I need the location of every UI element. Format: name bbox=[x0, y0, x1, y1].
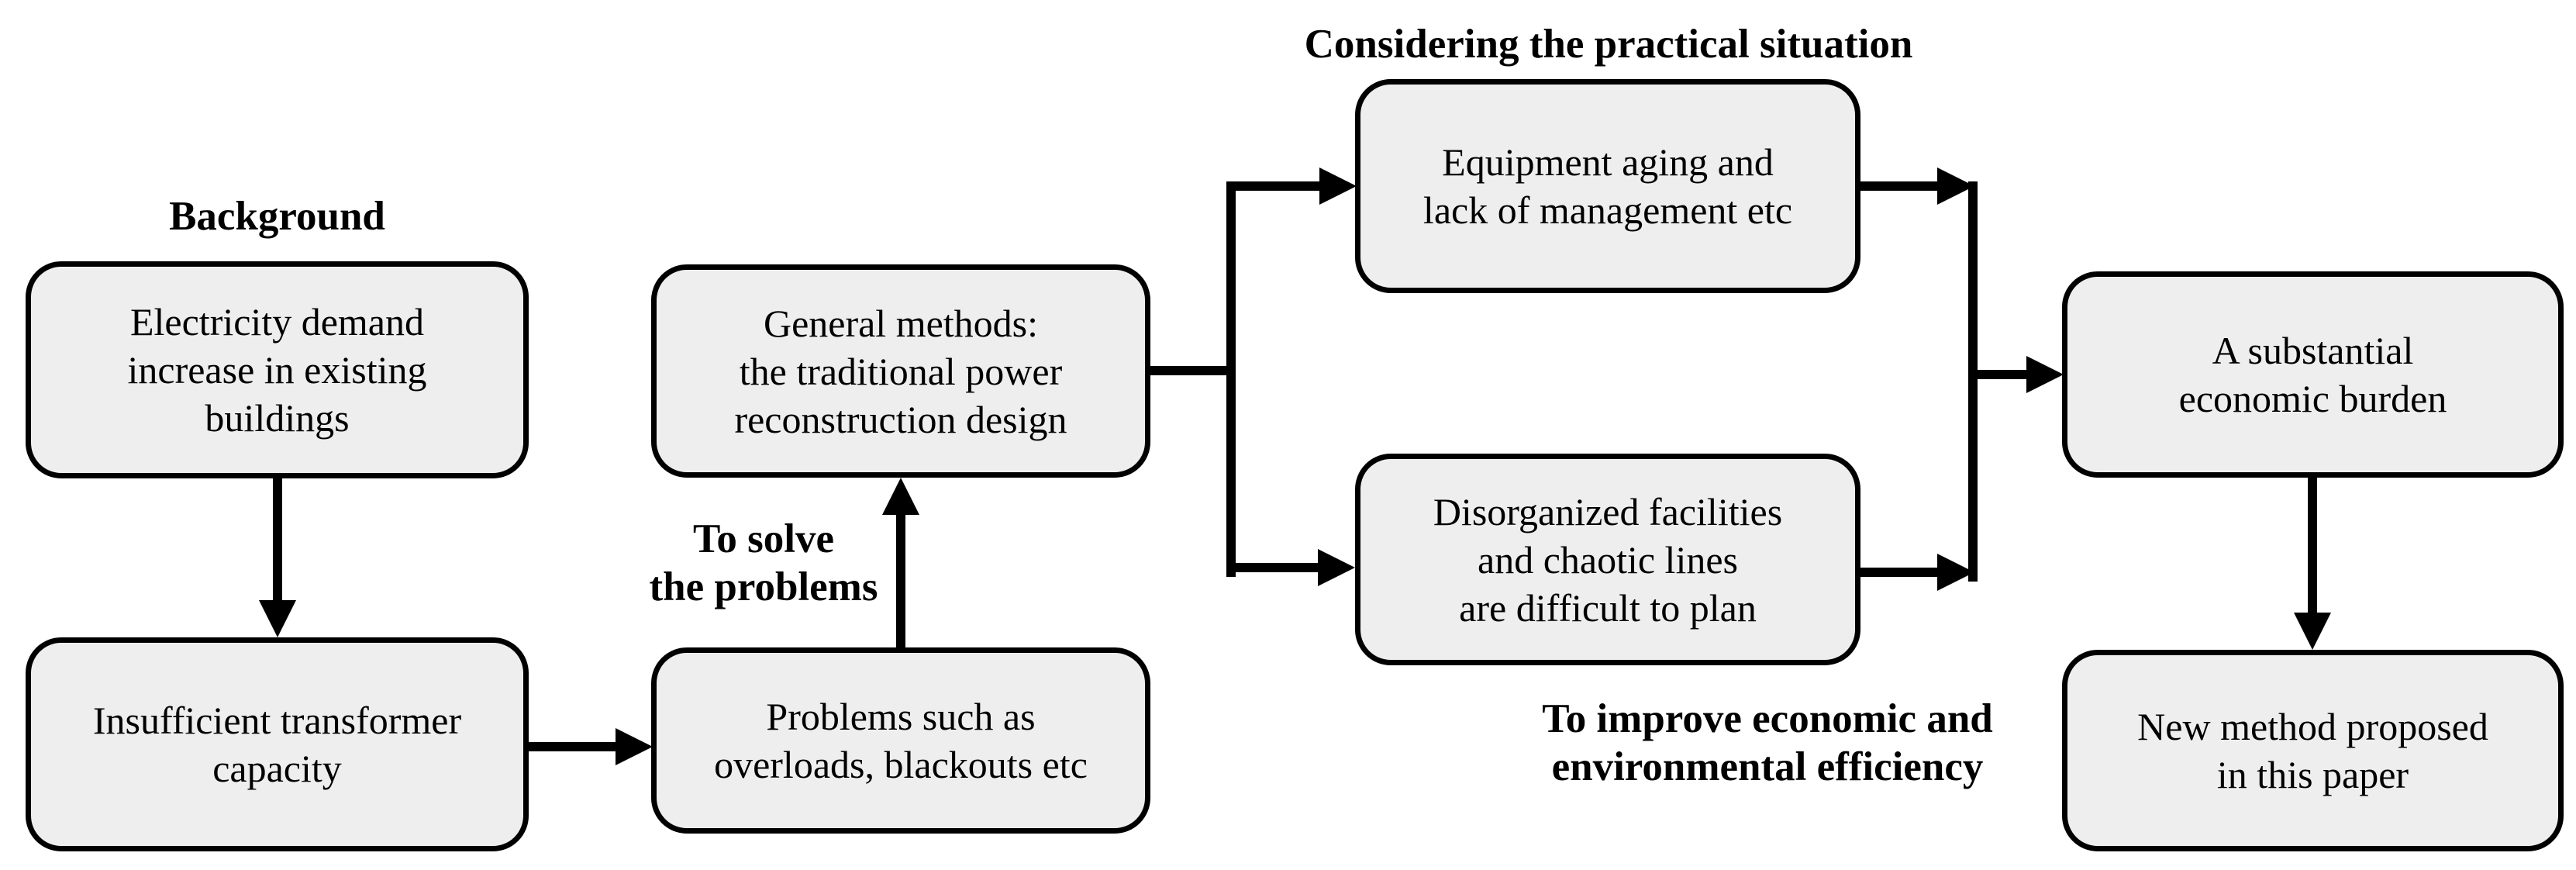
box-disorganized-facilities: Disorganized facilities and chaotic line… bbox=[1355, 454, 1860, 665]
arrow-capacity-to-problems-line bbox=[527, 742, 619, 751]
box-text-line: Insufficient transformer bbox=[92, 699, 462, 742]
box-text-line: economic burden bbox=[2178, 377, 2447, 420]
label-line: To improve economic and bbox=[1542, 696, 1993, 741]
box-text-line: capacity bbox=[212, 747, 342, 790]
arrow-demand-to-capacity-head bbox=[259, 600, 296, 637]
label-improve-efficiency: To improve economic and environmental ef… bbox=[1488, 695, 2047, 791]
box-text-line: and chaotic lines bbox=[1478, 537, 1738, 582]
box-text-line: reconstruction design bbox=[734, 397, 1067, 441]
box-text-line: increase in existing bbox=[127, 348, 427, 392]
box-electricity-demand: Electricity demand increase in existing … bbox=[26, 261, 529, 478]
label-line: To solve bbox=[692, 516, 835, 561]
label-considering-practical-situation: Considering the practical situation bbox=[1304, 22, 1913, 67]
branch-vertical-line bbox=[1226, 181, 1236, 577]
merge-vertical-line bbox=[1968, 181, 1978, 582]
arrow-equipment-to-merge-line bbox=[1859, 181, 1940, 191]
box-equipment-aging: Equipment aging and lack of management e… bbox=[1355, 79, 1860, 293]
box-text-line: in this paper bbox=[2216, 753, 2409, 796]
arrow-disorganized-to-merge-line bbox=[1857, 568, 1940, 577]
arrow-problems-to-methods-head bbox=[882, 478, 919, 515]
box-text-line: New method proposed bbox=[2137, 705, 2488, 748]
box-text-line: buildings bbox=[205, 396, 350, 440]
branch-methods-stem-line bbox=[1147, 366, 1236, 375]
box-new-method: New method proposed in this paper bbox=[2062, 650, 2564, 851]
label-line: the problems bbox=[649, 564, 878, 609]
label-line: environmental efficiency bbox=[1551, 744, 1984, 789]
box-text-line: Electricity demand bbox=[129, 300, 424, 344]
box-text-line: Problems such as bbox=[766, 695, 1036, 738]
arrow-capacity-to-problems-head bbox=[616, 728, 653, 765]
box-text-line: overloads, blackouts etc bbox=[714, 743, 1088, 786]
arrow-merge-to-burden-head bbox=[2026, 356, 2064, 393]
arrow-burden-to-newmethod-line bbox=[2308, 475, 2317, 614]
label-to-solve-the-problems: To solve the problems bbox=[570, 515, 957, 611]
arrow-burden-to-newmethod-head bbox=[2294, 613, 2331, 650]
box-text-line: lack of management etc bbox=[1422, 188, 1793, 232]
arrow-branch-to-disorganized-head bbox=[1318, 549, 1355, 586]
box-insufficient-transformer: Insufficient transformer capacity bbox=[26, 637, 529, 851]
box-text-line: A substantial bbox=[2212, 329, 2414, 372]
label-background: Background bbox=[169, 194, 385, 239]
arrow-branch-to-disorganized-line bbox=[1231, 563, 1319, 572]
arrow-demand-to-capacity-line bbox=[273, 477, 282, 602]
box-text-line: the traditional power bbox=[739, 349, 1063, 393]
box-text-line: are difficult to plan bbox=[1459, 585, 1757, 630]
arrow-branch-to-equipment-line bbox=[1231, 181, 1322, 191]
arrow-branch-to-equipment-head bbox=[1319, 167, 1357, 205]
box-text-line: General methods: bbox=[763, 301, 1039, 345]
box-economic-burden: A substantial economic burden bbox=[2062, 271, 2564, 478]
box-general-methods: General methods: the traditional power r… bbox=[651, 264, 1150, 478]
box-text-line: Disorganized facilities bbox=[1433, 489, 1783, 533]
box-problems: Problems such as overloads, blackouts et… bbox=[651, 647, 1150, 834]
box-text-line: Equipment aging and bbox=[1442, 140, 1774, 184]
arrow-merge-to-burden-line bbox=[1976, 370, 2029, 379]
arrow-problems-to-methods-line bbox=[896, 512, 905, 650]
